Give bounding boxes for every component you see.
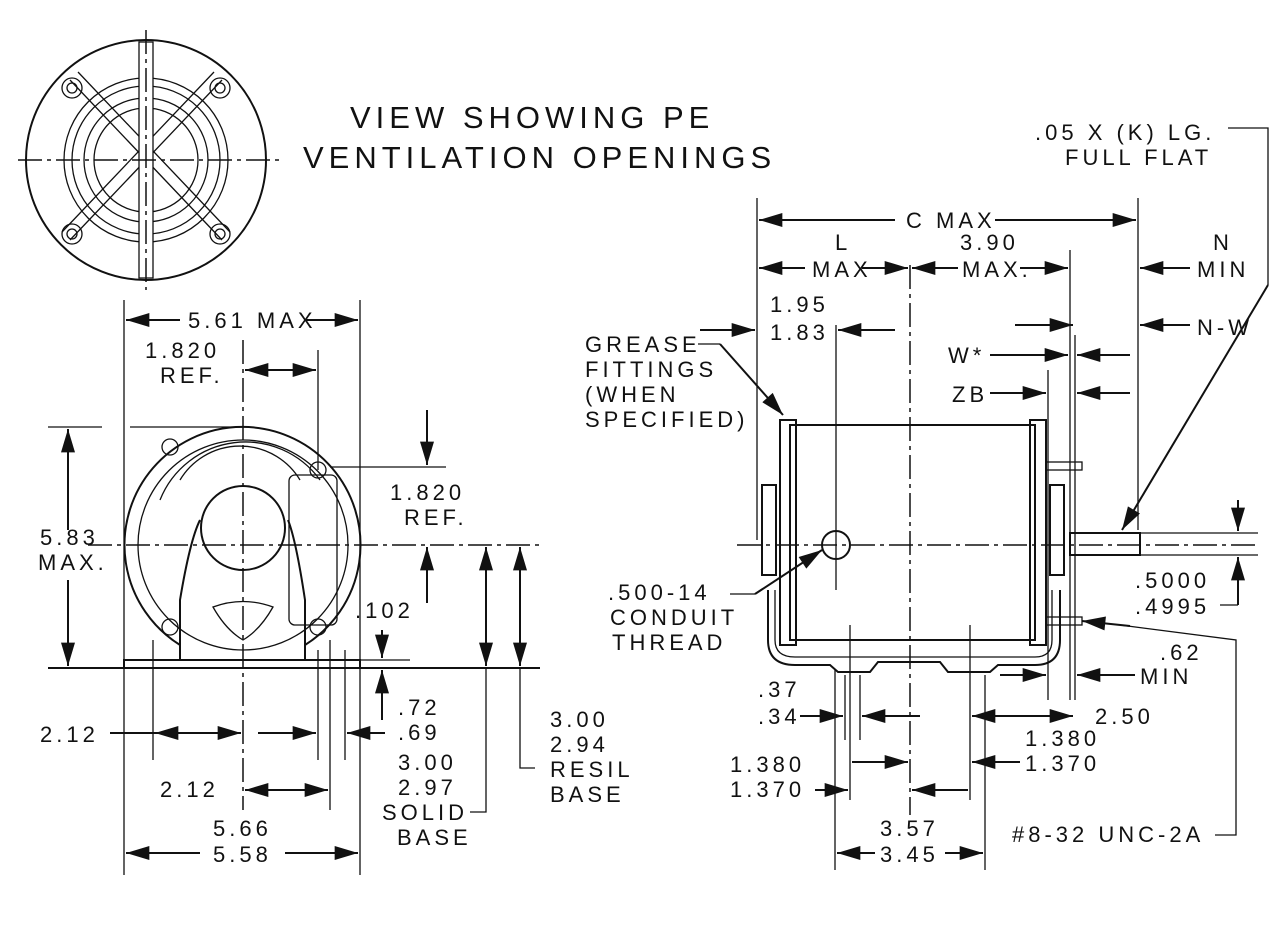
flat-note-line1: .05 X (K) LG. [1035, 120, 1215, 145]
front-ref2-value: 1.820 [390, 480, 465, 505]
conduit-note-1: .500-14 [608, 580, 711, 605]
front-view [48, 300, 540, 875]
side-grease-max: 1.95 [770, 292, 829, 317]
view-title-line2: VENTILATION OPENINGS [303, 140, 776, 175]
side-slot-min: .34 [758, 704, 801, 729]
side-390: 3.90 [960, 230, 1019, 255]
side-zb: ZB [952, 382, 988, 407]
front-solid-label2: BASE [397, 825, 472, 850]
side-w: W* [948, 343, 985, 368]
side-right-1370: 1.370 [1025, 751, 1100, 776]
side-left-1380: 1.380 [730, 752, 805, 777]
front-hole-center: 2.12 [160, 777, 219, 802]
front-ref1-value: 1.820 [145, 338, 220, 363]
front-slot-min: .69 [398, 720, 441, 745]
front-resil-label1: RESIL [550, 757, 634, 782]
flat-note-line2: FULL FLAT [1065, 145, 1212, 170]
front-resil-max: 3.00 [550, 707, 609, 732]
front-base-max: 5.66 [213, 816, 272, 841]
front-resil-label2: BASE [550, 782, 625, 807]
side-l-label: L [835, 230, 851, 255]
side-slot-max: .37 [758, 677, 801, 702]
side-view [698, 127, 1269, 870]
front-slot-max: .72 [398, 695, 441, 720]
side-n-label: N [1213, 230, 1233, 255]
view-title-line1: VIEW SHOWING PE [350, 100, 714, 135]
shaft-max: .5000 [1135, 568, 1210, 593]
front-height-value: 5.83 [40, 525, 99, 550]
front-solid-max: 3.00 [398, 750, 457, 775]
conduit-note-3: THREAD [612, 630, 726, 655]
screw-note: #8-32 UNC-2A [1012, 822, 1204, 847]
grease-note-4: SPECIFIED) [585, 407, 748, 432]
side-n-min: MIN [1197, 257, 1249, 282]
side-62: .62 [1160, 640, 1203, 665]
side-n-w: N-W [1197, 315, 1253, 340]
side-62-min: MIN [1140, 664, 1192, 689]
front-hole-left: 2.12 [40, 722, 99, 747]
shaft-min: .4995 [1135, 594, 1210, 619]
conduit-note-2: CONDUIT [610, 605, 738, 630]
side-390-max: MAX. [962, 257, 1032, 282]
front-solid-label1: SOLID [382, 800, 468, 825]
grease-note-2: FITTINGS [585, 357, 717, 382]
front-ref1-label: REF. [160, 363, 224, 388]
front-foot-thickness: .102 [355, 598, 414, 623]
side-span-max: 3.57 [880, 816, 939, 841]
front-height-label: MAX. [38, 550, 108, 575]
grease-note-1: GREASE [585, 332, 701, 357]
side-span-min: 3.45 [880, 842, 939, 867]
front-solid-min: 2.97 [398, 775, 457, 800]
end-view-ventilation [18, 30, 280, 290]
front-base-min: 5.58 [213, 842, 272, 867]
side-right-1380: 1.380 [1025, 726, 1100, 751]
side-l-max: MAX [812, 257, 872, 282]
front-width-max: 5.61 MAX [188, 308, 317, 333]
front-ref2-label: REF. [404, 505, 468, 530]
side-left-1370: 1.370 [730, 777, 805, 802]
side-grease-min: 1.83 [770, 320, 829, 345]
side-c-max: C MAX [906, 208, 996, 233]
side-250: 2.50 [1095, 704, 1154, 729]
front-resil-min: 2.94 [550, 732, 609, 757]
grease-note-3: (WHEN [585, 382, 680, 407]
